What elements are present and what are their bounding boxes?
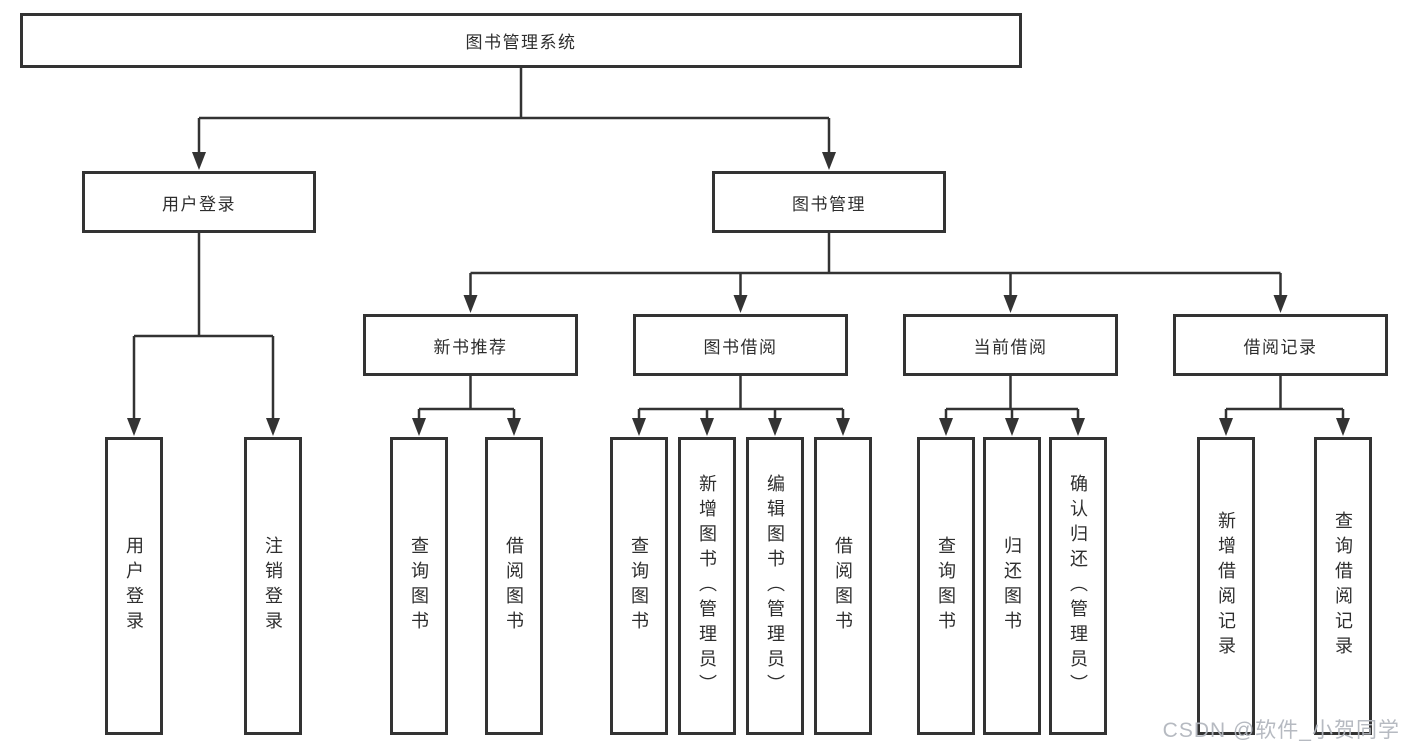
connector-bookborrow-to-leaves [632,376,850,436]
connector-bookmgmt-to-level3 [463,233,1288,313]
connector-borrowrecord-to-leaves [1219,376,1350,436]
arrowhead [1003,295,1018,313]
arrowhead [463,295,478,313]
arrowhead [1071,418,1085,436]
node-label: 用户登录 [162,194,236,214]
arrowhead [632,418,646,436]
node-book-management: 图书管理 [712,171,946,233]
connector-userlogin-to-leaves [127,233,280,436]
leaf-query-books-current: 查询图书 [917,437,975,735]
node-label: 新增图书（管理员） [697,473,717,699]
node-borrow-records: 借阅记录 [1173,314,1388,376]
node-library-management-system: 图书管理系统 [20,13,1022,68]
leaf-query-books-recommend: 查询图书 [390,437,448,735]
leaf-user-login: 用户登录 [105,437,163,735]
arrowhead [507,418,521,436]
leaf-borrow-books-recommend: 借阅图书 [485,437,543,735]
arrowhead [1273,295,1288,313]
leaf-return-books: 归还图书 [983,437,1041,735]
node-label: 用户登录 [124,536,144,636]
node-label: 图书借阅 [703,337,778,357]
leaf-add-book-admin: 新增图书（管理员） [678,437,736,735]
leaf-borrow-books-borrowing: 借阅图书 [814,437,872,735]
arrowhead [127,418,141,436]
node-label: 查询图书 [629,536,649,636]
arrowhead [1336,418,1350,436]
connector-root-to-level2 [192,68,836,170]
node-label: 确认归还（管理员） [1068,473,1088,699]
node-new-book-recommendation: 新书推荐 [363,314,578,376]
leaf-logout: 注销登录 [244,437,302,735]
node-label: 查询图书 [409,536,429,636]
leaf-edit-book-admin: 编辑图书（管理员） [746,437,804,735]
arrowhead [822,152,836,170]
node-label: 图书管理系统 [465,33,577,52]
node-label: 借阅图书 [504,536,524,636]
node-label: 新书推荐 [433,337,508,357]
leaf-query-books-borrowing: 查询图书 [610,437,668,735]
connector-currentborrow-to-leaves [939,376,1085,436]
node-current-borrowing: 当前借阅 [903,314,1118,376]
arrowhead [266,418,280,436]
node-label: 新增借阅记录 [1216,511,1236,661]
node-label: 图书管理 [792,194,866,214]
node-label: 归还图书 [1002,536,1022,636]
leaf-add-borrow-record: 新增借阅记录 [1197,437,1255,735]
arrowhead [836,418,850,436]
leaf-query-borrow-record: 查询借阅记录 [1314,437,1372,735]
node-label: 借阅记录 [1243,337,1318,357]
connector-newbook-to-leaves [412,376,521,436]
arrowhead [1219,418,1233,436]
watermark: CSDN @软件_小贺同学 [1162,719,1400,742]
node-label: 编辑图书（管理员） [765,473,785,699]
node-book-borrowing: 图书借阅 [633,314,848,376]
node-label: 查询图书 [936,536,956,636]
arrowhead [1005,418,1019,436]
arrowhead [768,418,782,436]
arrowhead [939,418,953,436]
node-user-login: 用户登录 [82,171,316,233]
arrowhead [733,295,748,313]
node-label: 注销登录 [263,536,283,636]
arrowhead [192,152,206,170]
leaf-confirm-return-admin: 确认归还（管理员） [1049,437,1107,735]
arrowhead [700,418,714,436]
arrowhead [412,418,426,436]
node-label: 查询借阅记录 [1333,511,1353,661]
node-label: 借阅图书 [833,536,853,636]
node-label: 当前借阅 [973,337,1048,357]
